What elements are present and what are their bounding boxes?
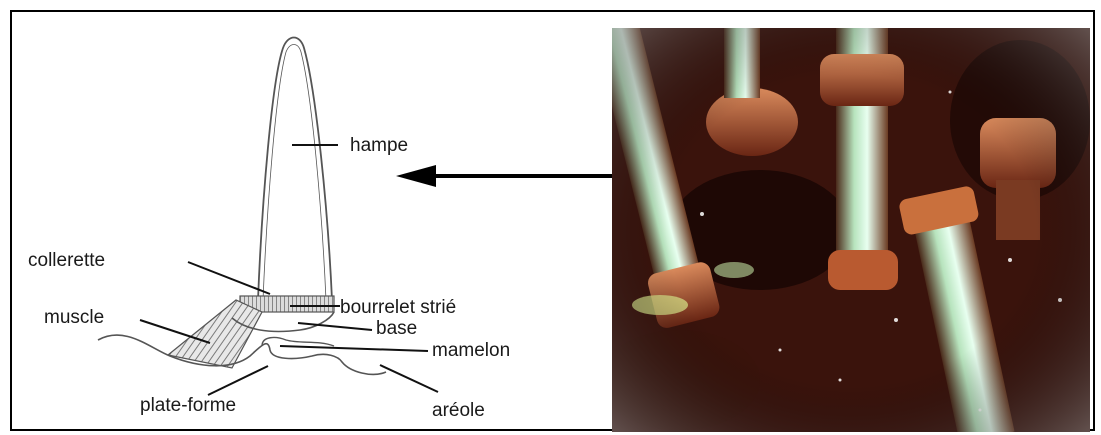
label-muscle: muscle xyxy=(44,307,104,328)
label-base: base xyxy=(376,318,417,339)
micrograph-photo xyxy=(585,18,1090,435)
label-hampe: hampe xyxy=(350,135,408,156)
label-collerette: collerette xyxy=(28,250,105,271)
seta-outline xyxy=(258,38,332,301)
label-mamelon: mamelon xyxy=(432,340,510,361)
label-plateforme: plate-forme xyxy=(140,395,236,416)
label-areole: aréole xyxy=(432,400,485,421)
mamelon-outline xyxy=(262,338,334,346)
label-bourrelet: bourrelet strié xyxy=(340,297,456,318)
